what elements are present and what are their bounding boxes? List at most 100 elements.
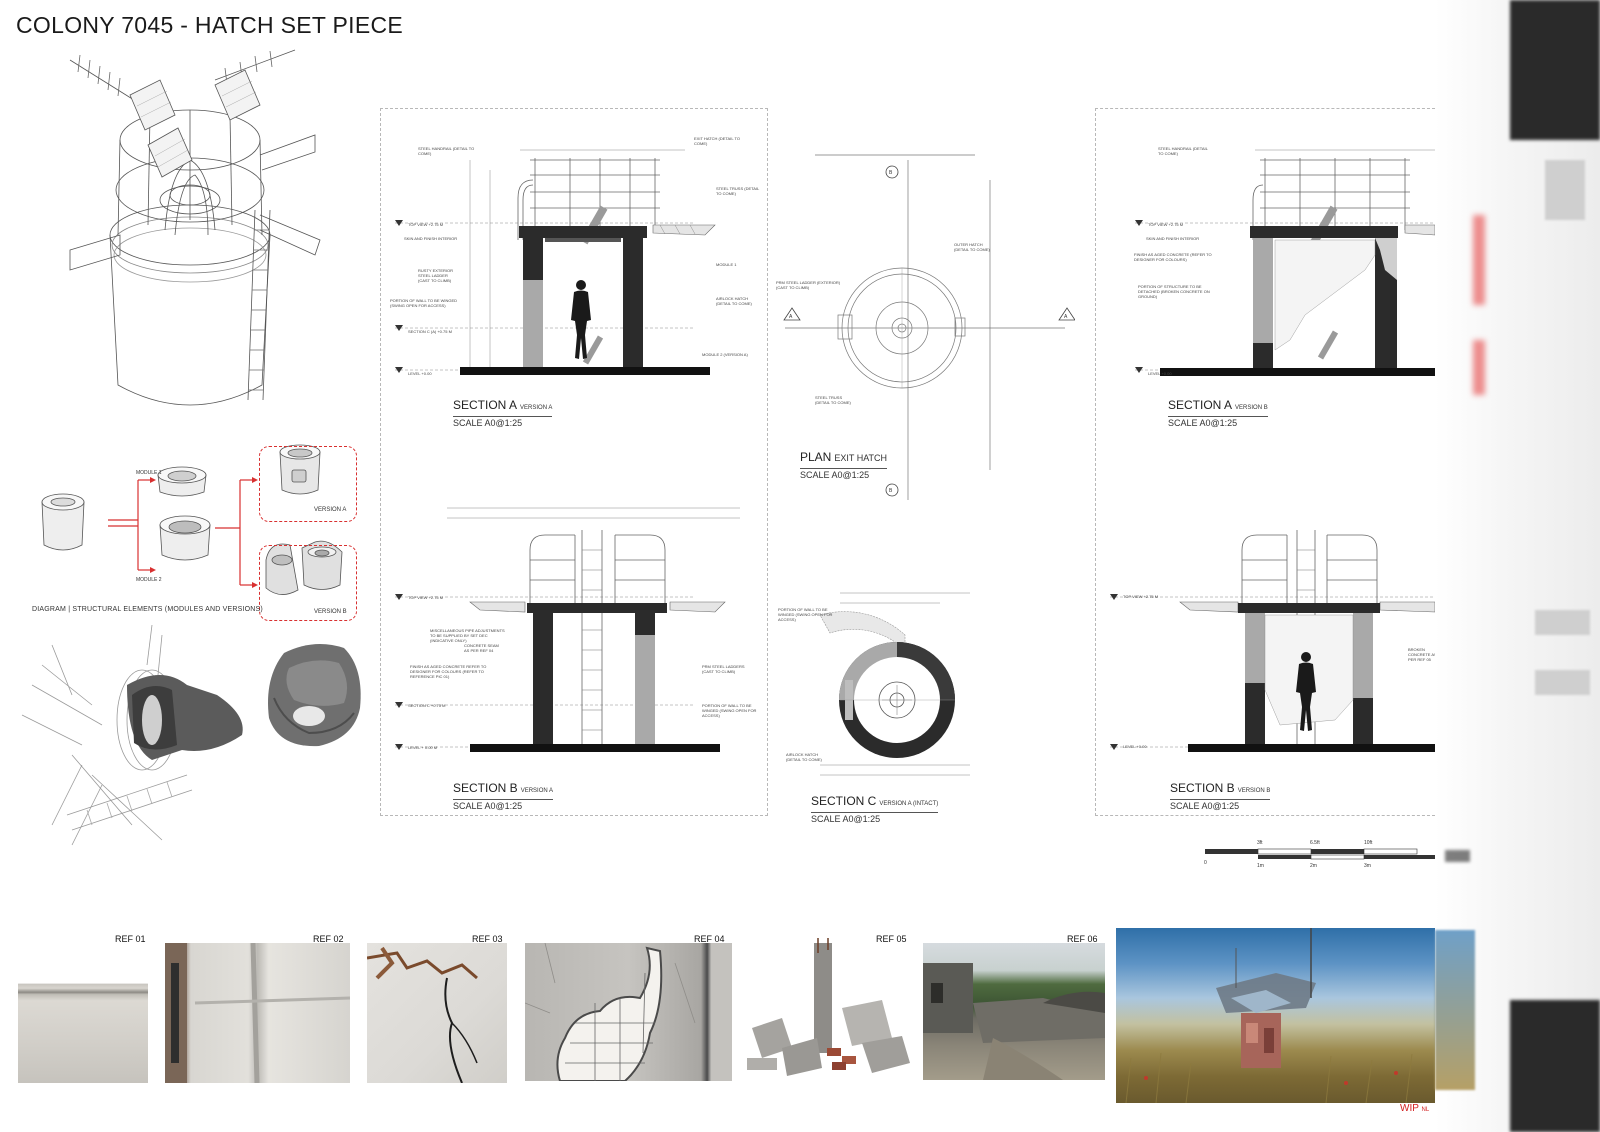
ann-section-c-level: SECTION C (A) +0.75 m bbox=[408, 329, 452, 334]
section-c-scale: SCALE A0@1:25 bbox=[811, 812, 939, 824]
scale-bottom-3m: 3m bbox=[1364, 863, 1371, 869]
ref-03-image bbox=[367, 943, 507, 1083]
scale-top-10ft: 10ft bbox=[1364, 840, 1373, 846]
section-a-v1-scale: SCALE A0@1:25 bbox=[453, 416, 553, 428]
section-a-v1-title: SECTION A bbox=[453, 398, 518, 412]
ann-portion-wall-c: PORTION OF WALL TO BE WINGED (SWING OPEN… bbox=[778, 607, 833, 622]
section-a-v1-sub: VERSION A bbox=[520, 405, 553, 411]
ann-level-d: LEVEL +0.00 bbox=[1123, 744, 1147, 749]
strip-grey-2 bbox=[1535, 610, 1590, 635]
strip-photo-blur bbox=[1435, 930, 1475, 1090]
wip-label: WIP NL bbox=[1400, 1103, 1429, 1114]
section-b-v2-sub: VERSION B bbox=[1237, 788, 1271, 794]
ref-06-image bbox=[923, 943, 1105, 1080]
ref-03-label: REF 03 bbox=[472, 934, 503, 944]
plan-marker-b-bottom: B bbox=[889, 488, 893, 494]
scale-bottom-0: 0 bbox=[1204, 860, 1207, 866]
wip-sub: NL bbox=[1421, 1107, 1430, 1113]
version-a-box bbox=[259, 446, 357, 522]
ref-06-label: REF 06 bbox=[1067, 934, 1098, 944]
strip-red-mark-1 bbox=[1473, 215, 1485, 305]
strip-red-mark-2 bbox=[1473, 340, 1485, 395]
plan-marker-b-top: B bbox=[889, 170, 893, 176]
section-a-version-a-drawing bbox=[395, 149, 716, 375]
ann-steel-handrail: STEEL HANDRAIL (DETAIL TO COME) bbox=[418, 146, 475, 156]
section-a-v2-title: SECTION A bbox=[1168, 398, 1233, 412]
section-c-drawing bbox=[819, 592, 970, 776]
ref-03-crack bbox=[367, 946, 478, 1083]
ref-06-ruins bbox=[923, 963, 1105, 1080]
ann-level-b: LEVEL +0.00 bbox=[1148, 371, 1172, 376]
diagram-caption: DIAGRAM | STRUCTURAL ELEMENTS (MODULES A… bbox=[32, 606, 263, 613]
ann-portion-wall-2: PORTION OF WALL TO BE WINGED (SWING OPEN… bbox=[702, 703, 757, 718]
plan-title: PLAN bbox=[800, 450, 832, 464]
scale-top-3ft: 3ft bbox=[1257, 840, 1263, 846]
sheet-b-frame bbox=[1095, 108, 1435, 816]
broken-wireframe-render bbox=[21, 625, 243, 846]
wip-text: WIP bbox=[1400, 1103, 1419, 1114]
ann-broken-con: BROKEN CONCRETE AS PER REF 05 bbox=[1408, 647, 1437, 662]
version-b-box bbox=[259, 545, 357, 621]
ref-01-image bbox=[18, 980, 148, 1083]
ann-portion-wall: PORTION OF WALL TO BE WINGED (SWING OPEN… bbox=[390, 298, 458, 308]
section-a-v2-sub: VERSION B bbox=[1235, 405, 1268, 411]
ann-level-2: LEVEL + 0.00 m bbox=[408, 745, 438, 750]
structural-modules-diagram bbox=[41, 444, 343, 595]
module-2-label: MODULE 2 bbox=[136, 577, 162, 583]
plan-marker-a-left: A bbox=[789, 314, 793, 320]
strip-dark-top bbox=[1510, 0, 1600, 140]
ann-finish-aged: FINISH AS AGED CONCRETE (REFER TO DESIGN… bbox=[1134, 252, 1212, 262]
module-1-label: MODULE 1 bbox=[136, 470, 162, 476]
ann-module-2: MODULE 2 (VERSION A) bbox=[702, 352, 748, 357]
ann-outer-hatch: OUTER HATCH (DETAIL TO COME) bbox=[954, 242, 990, 252]
plan-scale: SCALE A0@1:25 bbox=[800, 468, 888, 480]
ann-module-1: MODULE 1 bbox=[716, 262, 737, 267]
ref-02-texture bbox=[165, 943, 350, 1083]
section-c-title: SECTION C bbox=[811, 794, 877, 808]
ann-skin-finish: SKIN AND FINISH INTERIOR bbox=[404, 236, 458, 241]
ann-finish-aged-2: FINISH AS AGED CONCRETE REFER TO DESIGNE… bbox=[410, 664, 487, 679]
section-b-v2-scale: SCALE A0@1:25 bbox=[1170, 799, 1271, 811]
version-a-label: VERSION A bbox=[314, 507, 347, 513]
ann-top-view-c: TOP VIEW +2.75 m bbox=[1148, 222, 1184, 227]
strip-grey-1 bbox=[1545, 160, 1585, 220]
scale-bottom-1m: 1m bbox=[1257, 863, 1264, 869]
version-b-label: VERSION B bbox=[314, 609, 347, 615]
page-title: COLONY 7045 - HATCH SET PIECE bbox=[16, 12, 404, 38]
strip-dark-bottom bbox=[1510, 1000, 1600, 1132]
ann-prm-ladder: PRM STEEL LADDER (EXTERIOR) (CAST TO CLI… bbox=[776, 280, 841, 290]
ann-portion-structure: PORTION OF STRUCTURE TO BE DETACHED (BRO… bbox=[1138, 284, 1210, 299]
section-b-v1-sub: VERSION A bbox=[520, 788, 554, 794]
wip-render-image bbox=[1116, 928, 1436, 1103]
ann-prm-ladder-2: PRM STEEL LADDERS (CAST TO CLIMB) bbox=[702, 664, 745, 674]
section-a-v2-scale: SCALE A0@1:25 bbox=[1168, 416, 1268, 428]
ann-top-view-d: TOP VIEW +2.75 m bbox=[1123, 594, 1159, 599]
ann-top-view-b: TOP VIEW +2.75 m bbox=[408, 595, 444, 600]
ann-concrete-seam: CONCRETE SEAM AS PER REF 04 bbox=[464, 643, 499, 653]
section-b-version-b-drawing bbox=[1110, 530, 1435, 752]
plan-exit-hatch-drawing: B B A A bbox=[783, 154, 1075, 500]
ann-steel-truss-plan: STEEL TRUSS (DETAIL TO COME) bbox=[815, 395, 851, 405]
plan-sub: EXIT HATCH bbox=[834, 453, 888, 463]
scale-bottom-2m: 2m bbox=[1310, 863, 1317, 869]
sheet-a-frame bbox=[380, 108, 768, 816]
ann-exit-hatch: EXIT HATCH (DETAIL TO COME) bbox=[694, 136, 740, 146]
broken-module-render bbox=[268, 644, 361, 747]
ann-misc-pipe: MISCELLANEOUS PIPE ADJUSTMENTS TO BE SUP… bbox=[430, 628, 505, 643]
section-c-sub: VERSION A (INTACT) bbox=[879, 801, 939, 807]
ann-top-view: TOP VIEW +2.75 m bbox=[408, 222, 444, 227]
ref-05-rubble bbox=[747, 938, 910, 1076]
plan-marker-a-right: A bbox=[1064, 314, 1068, 320]
wip-render-structure bbox=[1125, 928, 1413, 1103]
section-a-version-b-drawing bbox=[1135, 149, 1435, 376]
ann-steel-handrail-b: STEEL HANDRAIL (DETAIL TO COME) bbox=[1158, 146, 1208, 156]
ref-02-image bbox=[165, 943, 350, 1083]
ann-skin-finish-b: SKIN AND FINISH INTERIOR bbox=[1146, 236, 1200, 241]
section-b-version-a-drawing bbox=[395, 507, 740, 752]
strip-grey-3 bbox=[1535, 670, 1590, 695]
